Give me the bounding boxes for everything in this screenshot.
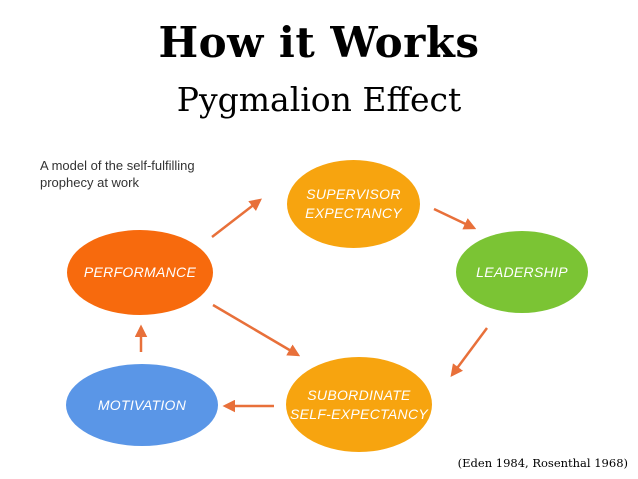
arrow-leadership-to-subordinate bbox=[450, 327, 489, 378]
arrow-performance-to-subordinate bbox=[212, 303, 301, 357]
arrow-supervisor-to-leadership bbox=[433, 207, 477, 230]
node-label-line: SUPERVISOR bbox=[306, 186, 401, 202]
model-caption: A model of the self-fulfilling prophecy … bbox=[40, 158, 195, 190]
node-motivation: MOTIVATION bbox=[66, 364, 218, 446]
node-label: PERFORMANCE bbox=[83, 264, 197, 280]
node-subordinate-self-expectancy: SUBORDINATE SELF-EXPECTANCY bbox=[286, 357, 432, 452]
citation: (Eden 1984, Rosenthal 1968) bbox=[457, 456, 628, 470]
node-label: LEADERSHIP bbox=[476, 263, 568, 280]
node-supervisor-expectancy: SUPERVISOR EXPECTANCY bbox=[287, 160, 420, 248]
node-performance: PERFORMANCE bbox=[67, 230, 213, 315]
arrow-performance-to-supervisor bbox=[211, 198, 262, 238]
node-label-line: EXPECTANCY bbox=[305, 205, 402, 221]
node-label: MOTIVATION bbox=[97, 396, 187, 413]
node-leadership: LEADERSHIP bbox=[456, 231, 588, 313]
node-label-line: SELF-EXPECTANCY bbox=[289, 405, 429, 422]
node-label-line: SUBORDINATE bbox=[307, 386, 411, 403]
page-title: How it Works bbox=[158, 18, 480, 67]
page-subtitle: Pygmalion Effect bbox=[176, 80, 462, 119]
